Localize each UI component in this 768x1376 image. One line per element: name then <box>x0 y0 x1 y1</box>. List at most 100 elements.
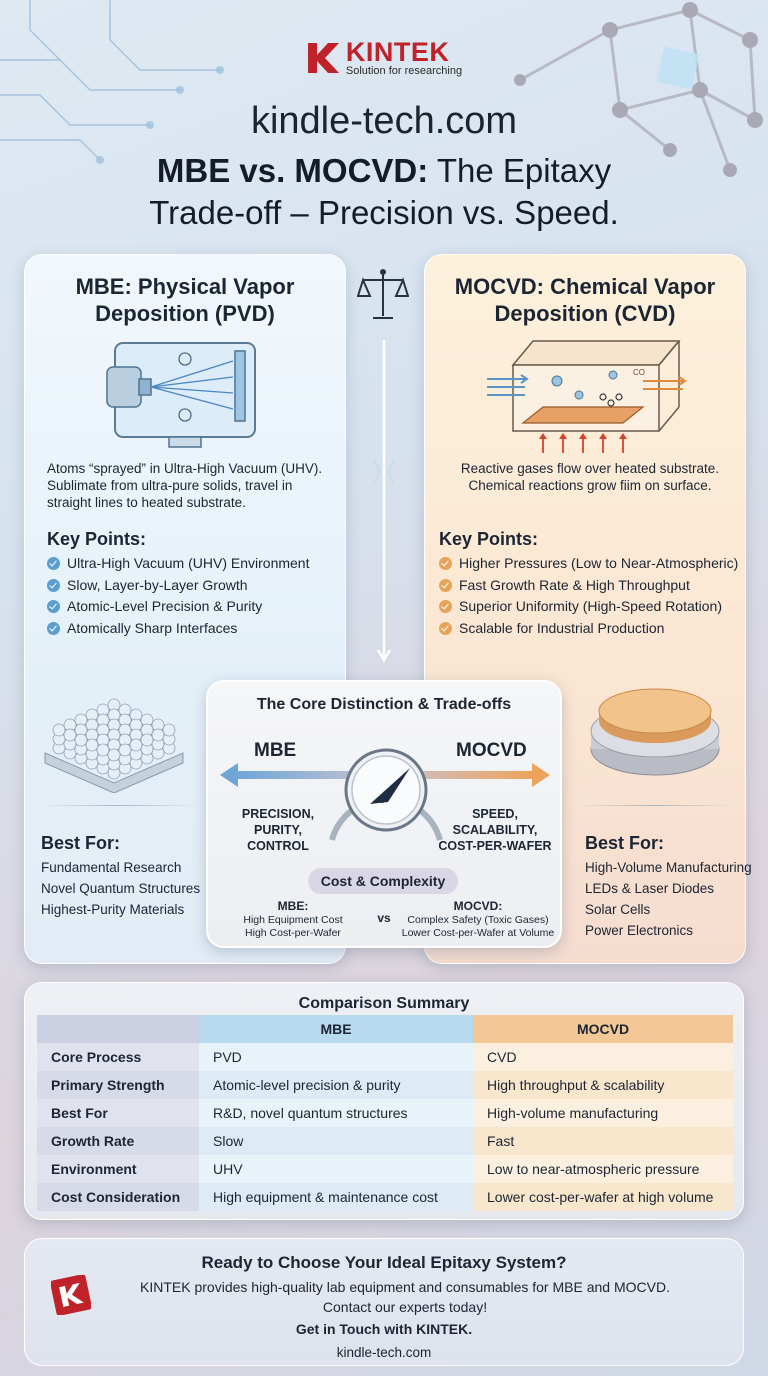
check-icon <box>439 600 452 614</box>
wafer-illustration <box>590 688 720 776</box>
title-rest: The Epitaxy <box>428 152 612 189</box>
cost-mbe: MBE: High Equipment Cost High Cost-per-W… <box>228 900 358 940</box>
cta-heading: Ready to Choose Your Ideal Epitaxy Syste… <box>201 1253 567 1272</box>
list-item: Highest-Purity Materials <box>41 902 185 917</box>
mocvd-panel: MOCVD: Chemical Vapor Deposition (CVD) C… <box>424 254 752 964</box>
attr-line: SCALABILITY, <box>452 823 538 837</box>
mbe-cell: Slow <box>199 1127 473 1155</box>
mbe-heading: MBE: Physical Vapor Deposition (PVD) <box>25 273 345 327</box>
mocvd-cell: Low to near-atmospheric pressure <box>473 1155 733 1183</box>
key-point-text: Higher Pressures (Low to Near-Atmospheri… <box>459 555 739 571</box>
brand-logo: KINTEK Solution for researching <box>0 38 768 80</box>
cost-mocvd: MOCVD: Complex Safety (Toxic Gases) Lowe… <box>398 900 558 940</box>
mbe-cell: High equipment & maintenance cost <box>199 1183 473 1211</box>
attr-line: COST-PER-WAFER <box>438 839 552 853</box>
cta-text-line2: Contact our experts today! <box>322 1299 488 1315</box>
divider <box>575 805 735 806</box>
circuit-decoration <box>0 0 224 164</box>
mocvd-description: Reactive gases flow over heated substrat… <box>460 461 720 493</box>
summary-title: Comparison Summary <box>298 995 470 1012</box>
mbe-best-for-list: Fundamental Research Novel Quantum Struc… <box>41 857 200 920</box>
row-label: Environment <box>37 1155 199 1183</box>
row-label: Best For <box>37 1099 199 1127</box>
divider <box>39 805 199 806</box>
contact-link[interactable]: Get in Touch with KINTEK. <box>295 1321 473 1337</box>
mbe-key-points: Ultra-High Vacuum (UHV) Environment Slow… <box>47 553 309 639</box>
check-icon <box>439 557 452 571</box>
list-item: LEDs & Laser Diodes <box>585 881 715 896</box>
check-icon <box>439 578 452 592</box>
cta-text: KINTEK provides high-quality lab equipme… <box>85 1277 725 1317</box>
brand-tagline: Solution for researching <box>345 65 463 77</box>
mocvd-chamber-illustration: CO <box>487 340 687 453</box>
check-icon <box>47 557 60 571</box>
mbe-heading-line1: MBE: Physical Vapor <box>75 274 295 299</box>
table-header-mocvd: MOCVD <box>473 1015 733 1043</box>
mbe-attributes: PRECISION, PURITY, CONTROL <box>228 806 328 854</box>
gauge-left-label: MBE <box>254 740 297 761</box>
site-url: kindle-tech.com <box>250 100 518 142</box>
mocvd-cell: High-volume manufacturing <box>473 1099 733 1127</box>
footer-url-link[interactable]: kindle-tech.com <box>336 1345 432 1360</box>
list-item: Higher Pressures (Low to Near-Atmospheri… <box>439 553 738 575</box>
cta-text-line1: KINTEK provides high-quality lab equipme… <box>140 1279 670 1295</box>
brand-name: KINTEK <box>345 37 450 67</box>
list-item: Power Electronics <box>585 923 694 938</box>
title-line2: Trade-off – Precision vs. Speed. <box>149 194 619 231</box>
key-point-text: Slow, Layer-by-Layer Growth <box>67 576 248 593</box>
key-point-text: Atomically Sharp Interfaces <box>67 619 238 636</box>
vs-label: vs <box>377 911 391 925</box>
gauge-icon <box>329 748 443 841</box>
mbe-cell: Atomic-level precision & purity <box>199 1071 473 1099</box>
attr-line: CONTROL <box>247 839 309 853</box>
cost-mbe-label: MBE: <box>277 899 309 913</box>
row-label: Core Process <box>37 1043 199 1071</box>
chamber-gas-label: CO <box>633 368 645 377</box>
title-bold: MBE vs. MOCVD: <box>156 152 429 189</box>
table-header-empty <box>37 1015 199 1043</box>
cost-line: High Equipment Cost <box>243 914 343 926</box>
check-icon <box>47 578 60 592</box>
list-item: Superior Uniformity (High-Speed Rotation… <box>439 596 738 618</box>
kintek-k-icon <box>307 42 339 73</box>
mocvd-best-for-heading: Best For: <box>585 833 665 853</box>
check-icon <box>47 600 60 614</box>
cost-line: Lower Cost-per-Wafer at Volume <box>401 927 555 939</box>
mbe-chamber-illustration <box>106 342 256 448</box>
attr-line: SPEED, <box>472 807 518 821</box>
kintek-stamp-icon <box>51 1275 91 1315</box>
gauge-right-label: MOCVD <box>456 740 527 761</box>
balance-scale-icon <box>357 269 409 319</box>
row-label: Primary Strength <box>37 1071 199 1099</box>
key-point-text: Superior Uniformity (High-Speed Rotation… <box>459 598 722 614</box>
mocvd-key-points-heading: Key Points: <box>439 529 539 549</box>
check-icon <box>47 621 60 635</box>
mbe-heading-line2: Deposition (PVD) <box>95 301 275 326</box>
mbe-cell: UHV <box>199 1155 473 1183</box>
mocvd-heading: MOCVD: Chemical Vapor Deposition (CVD) <box>425 273 745 327</box>
cta-section: Ready to Choose Your Ideal Epitaxy Syste… <box>24 1238 744 1366</box>
cost-line: Complex Safety (Toxic Gases) <box>407 914 549 926</box>
mbe-cell: PVD <box>199 1043 473 1071</box>
cost-complexity-badge: Cost & Complexity <box>308 868 458 894</box>
list-item: Solar Cells <box>585 902 651 917</box>
mocvd-cell: Fast <box>473 1127 733 1155</box>
lattice-decoration <box>514 2 763 177</box>
table-header-mbe: MBE <box>199 1015 473 1043</box>
list-item: Novel Quantum Structures <box>41 881 201 896</box>
comparison-summary: Comparison Summary MBE MOCVD Core Proces… <box>24 982 744 1220</box>
list-item: Ultra-High Vacuum (UHV) Environment <box>47 553 309 575</box>
mbe-description: Atoms “sprayed” in Ultra-High Vacuum (UH… <box>47 461 323 510</box>
mocvd-key-points: Higher Pressures (Low to Near-Atmospheri… <box>439 553 738 639</box>
list-item: Scalable for Industrial Production <box>439 618 738 640</box>
key-point-text: Fast Growth Rate & High Throughput <box>459 576 690 593</box>
list-item: Fast Growth Rate & High Throughput <box>439 575 738 597</box>
table-header-row: MBE MOCVD <box>37 1015 733 1043</box>
attr-line: PRECISION, <box>241 807 315 821</box>
center-down-arrow <box>373 340 395 663</box>
check-icon <box>439 621 452 635</box>
